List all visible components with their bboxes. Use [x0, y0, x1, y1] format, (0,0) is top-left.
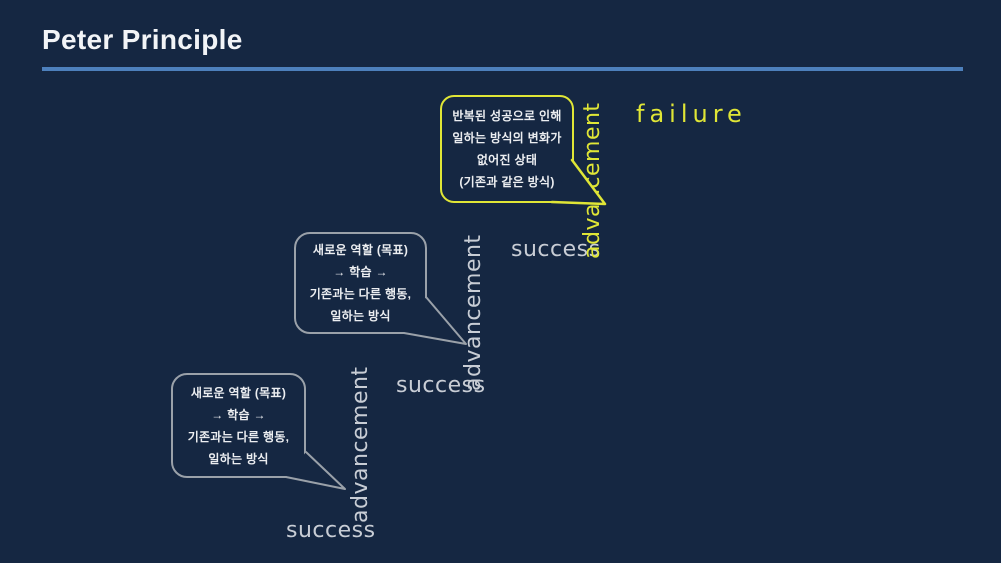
bubble-growth-2-line-1: 새로운 역할 (목표) [312, 243, 409, 257]
step1-success-label: success [286, 518, 376, 543]
speech-bubble-stagnation: 반복된 성공으로 인해 일하는 방식의 변화가 없어진 상태 (기존과 같은 방… [440, 95, 574, 203]
step3-success-label: success [511, 237, 601, 262]
bubble-growth-1-line-4: 일하는 방식 [208, 451, 269, 466]
page-title: Peter Principle [42, 24, 243, 55]
step1-advancement-label: advancement [348, 366, 373, 523]
bubble-stagnation-line-4: (기존과 같은 방식) [459, 175, 555, 189]
speech-bubble-growth-1: 새로운 역할 (목표) → 학습 → 기존과는 다른 행동, 일하는 방식 [171, 373, 306, 478]
bubble-stagnation-line-3: 없어진 상태 [476, 153, 538, 167]
step3-advancement-label: advancement [580, 102, 605, 259]
step2-success-label: success [396, 373, 486, 398]
step2-advancement-label: advancement [461, 234, 486, 391]
bubble-growth-2-line-2: → 학습 → [333, 265, 388, 279]
failure-label: failure [636, 100, 747, 128]
bubble-growth-1-line-1: 새로운 역할 (목표) [190, 385, 287, 400]
speech-bubble-growth-2: 새로운 역할 (목표) → 학습 → 기존과는 다른 행동, 일하는 방식 [294, 232, 427, 334]
bubble-stagnation-line-1: 반복된 성공으로 인해 [452, 109, 562, 123]
bubble-growth-1-line-2: → 학습 → [211, 407, 266, 422]
bubble-growth-2-line-4: 일하는 방식 [330, 309, 391, 323]
bubble-stagnation-line-2: 일하는 방식의 변화가 [452, 131, 562, 145]
title-underline [42, 67, 963, 71]
bubble-growth-1-line-3: 기존과는 다른 행동, [187, 429, 290, 444]
bubble-growth-2-line-3: 기존과는 다른 행동, [309, 287, 412, 301]
